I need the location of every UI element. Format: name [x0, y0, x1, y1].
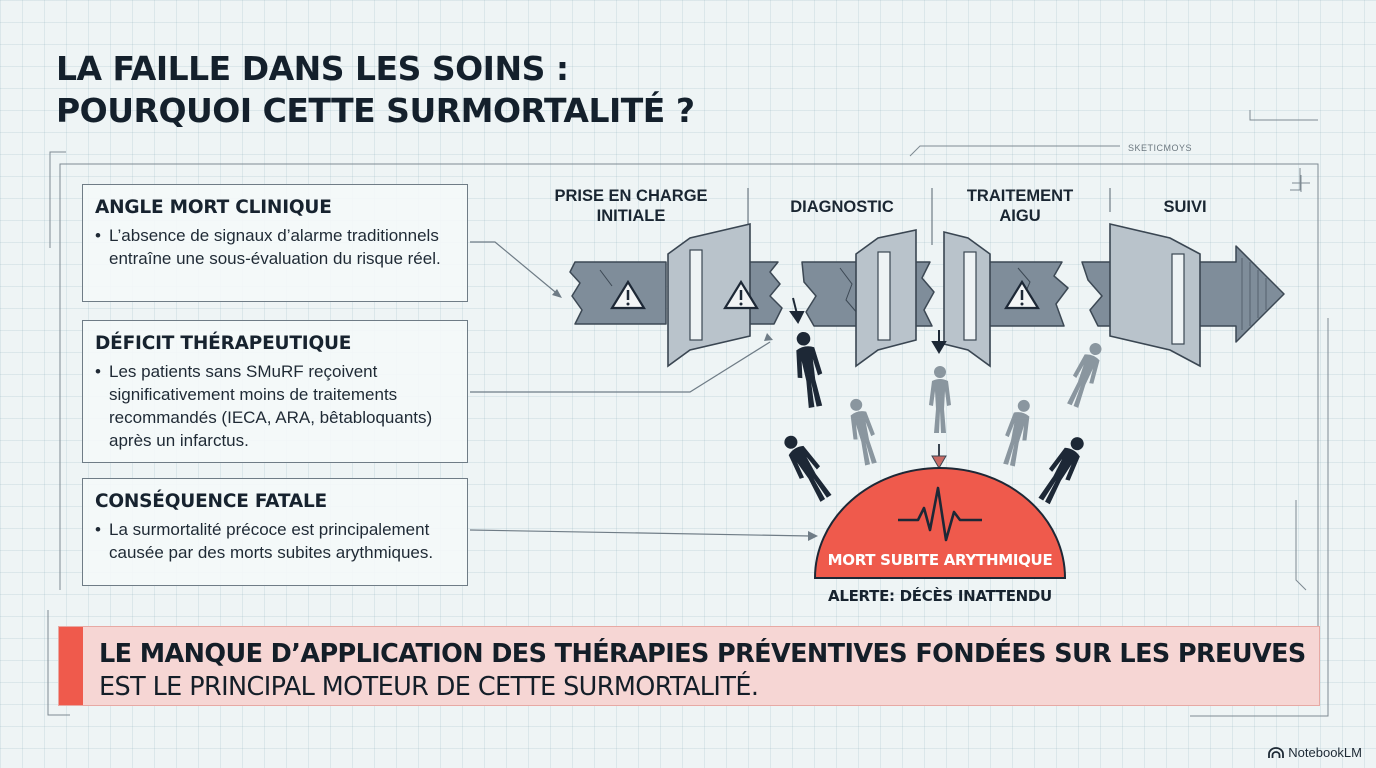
box-body: Les patients sans SMuRF reçoivent signif…	[109, 362, 433, 450]
notebooklm-logo-icon	[1268, 746, 1285, 758]
box-text: • L’absence de signaux d’alarme tradition…	[95, 224, 455, 270]
outcome-label: MORT SUBITE ARYTHMIQUE	[827, 551, 1053, 569]
warning-icon	[723, 279, 759, 310]
brand-badge: NotebookLM	[1268, 745, 1362, 760]
person-icon	[1033, 432, 1091, 507]
bullet: •	[95, 362, 101, 381]
box-heading: CONSÉQUENCE FATALE	[95, 491, 327, 512]
stage-diagnostic: DIAGNOSTIC	[790, 198, 894, 216]
down-arrow-icon	[931, 444, 947, 469]
box-body: La surmortalité précoce est principaleme…	[109, 520, 434, 562]
person-icon	[998, 397, 1036, 468]
person-icon	[844, 396, 882, 467]
sketch-note: SKETICMOYS	[1128, 143, 1193, 153]
stage-suivi: SUIVI	[1163, 198, 1207, 216]
heartbeat-icon	[898, 486, 982, 542]
stage-label: INITIALE	[596, 207, 666, 225]
box-body: L’absence de signaux d’alarme traditionn…	[109, 226, 441, 268]
brand-name: NotebookLM	[1288, 745, 1362, 760]
gate	[667, 222, 751, 368]
warning-icon	[610, 279, 646, 310]
pipe-segment	[569, 261, 667, 325]
stage-prise-en-charge: PRISE EN CHARGE INITIALE	[548, 186, 714, 226]
gate	[1109, 222, 1201, 368]
banner-line-1: LE MANQUE D’APPLICATION DES THÉRAPIES PR…	[99, 639, 1306, 669]
box-heading: DÉFICIT THÉRAPEUTIQUE	[95, 333, 352, 354]
stage-traitement: TRAITEMENT AIGU	[950, 186, 1090, 226]
banner-line-2: EST LE PRINCIPAL MOTEUR DE CETTE SURMORT…	[99, 672, 759, 702]
person-icon	[1062, 339, 1108, 410]
down-arrow-icon	[789, 297, 805, 324]
box-angle-mort: ANGLE MORT CLINIQUE • L’absence de signau…	[82, 184, 468, 302]
stage-label: AIGU	[999, 207, 1041, 225]
stage-label: PRISE EN CHARGE	[554, 187, 708, 205]
banner-accent	[59, 627, 83, 705]
person-icon	[790, 329, 828, 409]
bullet: •	[95, 520, 101, 539]
page-title: LA FAILLE DANS LES SOINS : POURQUOI CETT…	[56, 48, 695, 132]
box-text: • Les patients sans SMuRF reçoivent signi…	[95, 360, 455, 452]
title-line-2: POURQUOI CETTE SURMORTALITÉ ?	[56, 91, 695, 130]
person-icon	[777, 430, 837, 505]
box-heading: ANGLE MORT CLINIQUE	[95, 197, 332, 218]
stage-label: TRAITEMENT	[966, 187, 1074, 205]
conclusion-banner: LE MANQUE D’APPLICATION DES THÉRAPIES PR…	[58, 626, 1320, 706]
warning-icon	[1004, 279, 1040, 310]
bullet: •	[95, 226, 101, 245]
box-text: • La surmortalité précoce est principalem…	[95, 518, 455, 564]
person-icon	[929, 366, 951, 433]
box-consequence: CONSÉQUENCE FATALE • La surmortalité préc…	[82, 478, 468, 586]
alert-label: ALERTE: DÉCÈS INATTENDU	[828, 587, 1052, 605]
box-deficit: DÉFICIT THÉRAPEUTIQUE • Les patients sans…	[82, 320, 468, 463]
title-line-1: LA FAILLE DANS LES SOINS :	[56, 49, 569, 88]
sudden-death-dome	[813, 467, 1067, 579]
down-arrow-icon	[931, 330, 947, 354]
